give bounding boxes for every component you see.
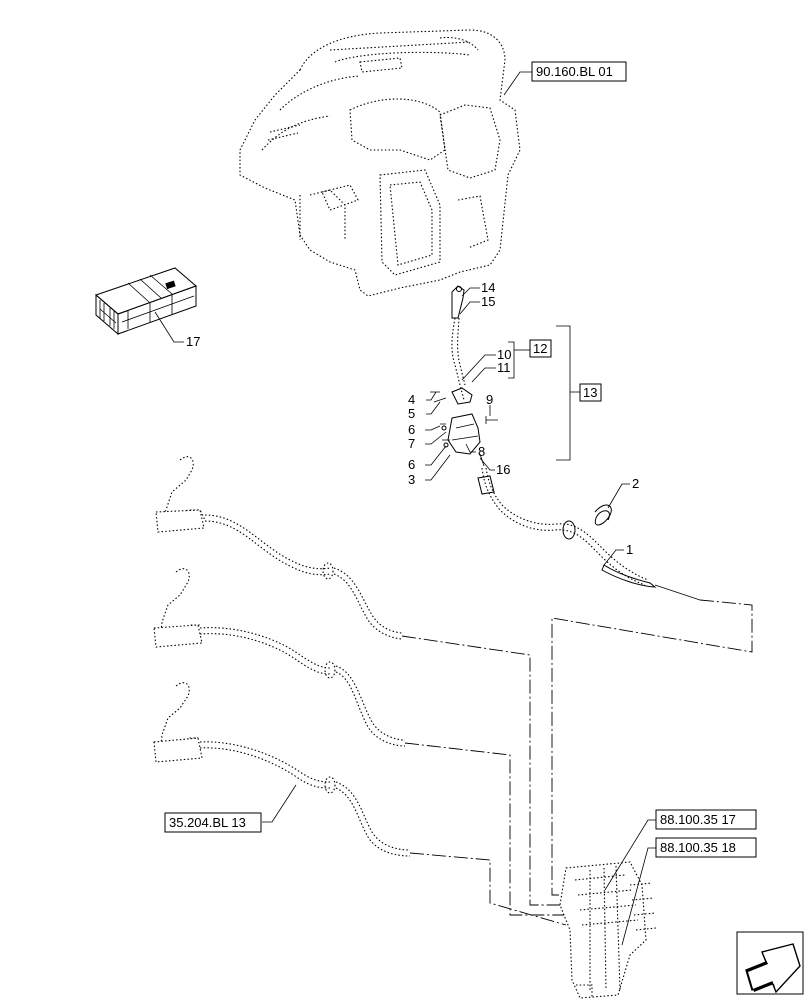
svg-text:88.100.35 17: 88.100.35 17 [660,812,736,827]
callout-2: 2 [632,476,639,491]
remote-lever-3 [153,682,411,857]
callout-14: 14 [481,280,495,295]
callout-6a: 6 [408,422,415,437]
reference-90-160-bl-01[interactable]: 90.160.BL 01 [531,61,627,82]
reference-88-100-35-17[interactable]: 88.100.35 17 [655,809,757,830]
callout-7: 7 [408,436,415,451]
callout-10: 10 [497,347,511,362]
parts-kit-box-icon [95,267,197,336]
joystick-assembly [430,285,701,601]
callout-16: 16 [496,462,510,477]
leader-lines [154,71,656,946]
callout-3: 3 [408,472,415,487]
callout-6b: 6 [408,457,415,472]
callout-17: 17 [186,334,200,349]
console-housing [239,29,521,297]
callout-9: 9 [486,392,493,407]
callout-8: 8 [478,444,485,459]
boxed-callout-13: 13 [579,383,602,402]
reference-35-204-bl-13[interactable]: 35.204.BL 13 [164,812,262,833]
svg-text:35.204.BL 13: 35.204.BL 13 [169,815,246,830]
boxed-callout-12: 12 [529,339,552,358]
remote-lever-2 [153,568,406,747]
svg-text:13: 13 [583,385,597,400]
callout-11: 11 [497,360,511,375]
svg-text:90.160.BL 01: 90.160.BL 01 [536,64,613,79]
cable-coil [594,504,612,526]
callout-15: 15 [481,294,495,309]
control-valve-block [559,861,657,999]
arrow-down-left-icon[interactable] [736,931,804,995]
svg-text:12: 12 [533,341,547,356]
reference-88-100-35-18[interactable]: 88.100.35 18 [655,837,757,858]
callout-numbers: 14 15 10 11 4 5 9 6 7 8 6 16 3 2 1 17 [186,280,639,557]
remote-lever-1 [155,456,403,640]
connection-lines [401,599,753,926]
callout-1: 1 [626,542,633,557]
callout-4: 4 [408,392,415,407]
callout-5: 5 [408,406,415,421]
svg-text:88.100.35 18: 88.100.35 18 [660,840,736,855]
